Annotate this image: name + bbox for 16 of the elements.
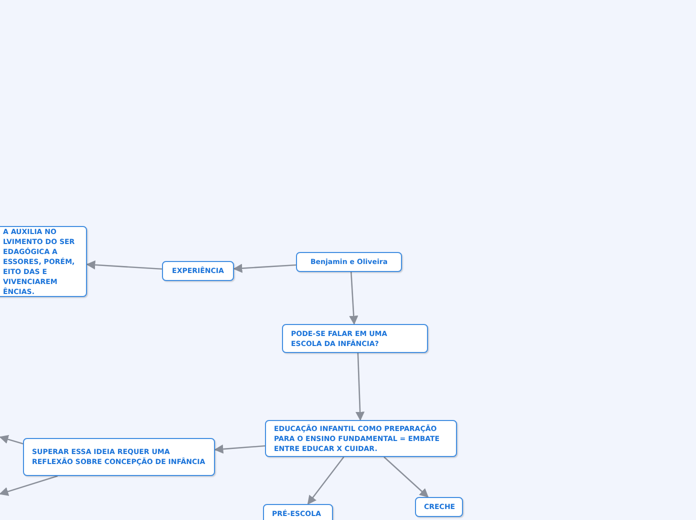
topic-box bbox=[162, 261, 234, 281]
arrow bbox=[384, 456, 429, 498]
arrow bbox=[0, 434, 24, 444]
arrow bbox=[86, 260, 162, 270]
topic-box bbox=[296, 252, 402, 272]
topic-box bbox=[282, 324, 428, 353]
arrow bbox=[214, 444, 266, 454]
topic-box bbox=[415, 497, 463, 517]
arrow bbox=[349, 272, 358, 325]
topic-box bbox=[0, 226, 87, 297]
arrow bbox=[0, 475, 58, 496]
topic-box bbox=[265, 420, 457, 457]
topic-box bbox=[23, 438, 215, 476]
arrow bbox=[307, 456, 344, 505]
arrow bbox=[356, 352, 365, 421]
arrow bbox=[233, 264, 296, 273]
